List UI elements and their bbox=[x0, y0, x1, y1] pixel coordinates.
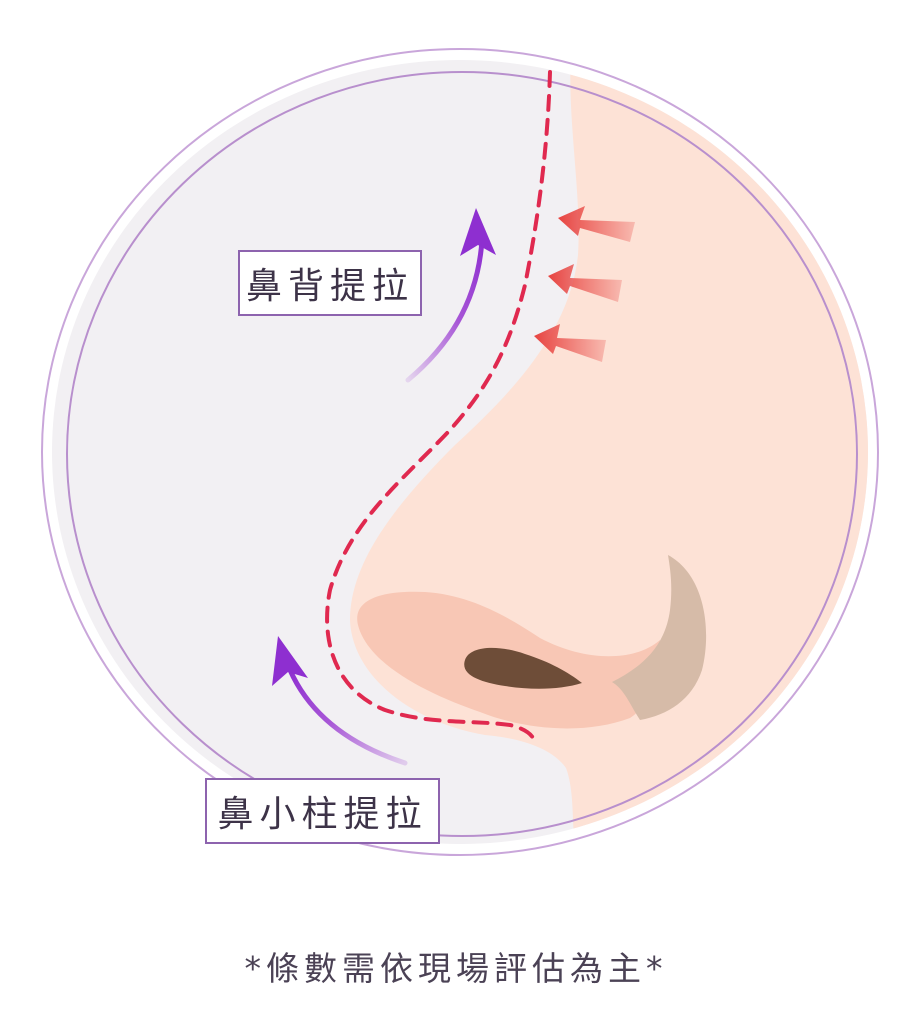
circle-outline-inner bbox=[66, 71, 858, 837]
footer-note: *條數需依現場評估為主* bbox=[244, 949, 668, 988]
ala-shadow bbox=[612, 555, 707, 720]
curved-arrow-icon bbox=[405, 208, 496, 383]
curved-arrow-icon bbox=[272, 636, 408, 766]
nostril bbox=[464, 647, 582, 689]
arrow-left-icon bbox=[534, 324, 606, 362]
dorsum-lift-label: 鼻背提拉 bbox=[238, 250, 422, 316]
arrow-left-icon bbox=[548, 264, 622, 302]
thread-dashed-line bbox=[325, 70, 552, 747]
columella-lift-label: 鼻小柱提拉 bbox=[205, 778, 440, 844]
arrow-left-icon bbox=[558, 206, 635, 242]
circle-outline-outer bbox=[41, 48, 879, 856]
